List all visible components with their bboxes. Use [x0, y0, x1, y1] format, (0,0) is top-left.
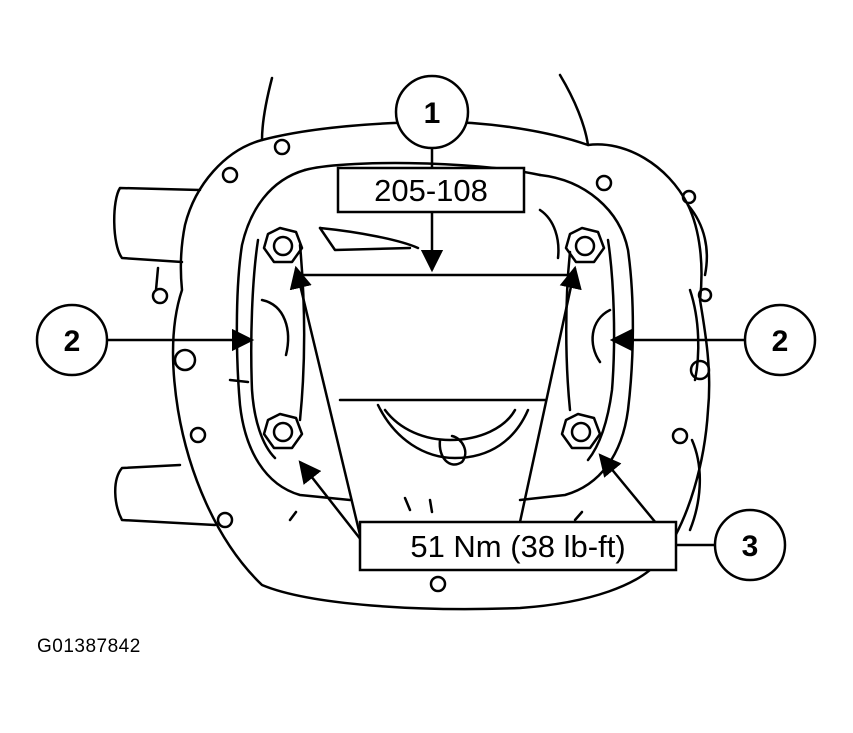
tool-number-box: 205-108	[336, 166, 526, 214]
callout-1: 1	[394, 74, 470, 150]
callout-3: 3	[713, 508, 787, 582]
arrow-bolt-ll	[298, 460, 366, 546]
svg-text:2: 2	[64, 325, 81, 358]
svg-text:205-108: 205-108	[374, 173, 488, 208]
svg-text:51 Nm (38 lb-ft): 51 Nm (38 lb-ft)	[410, 529, 625, 564]
bolt-lower-right	[560, 412, 602, 450]
bolt-lower-left	[262, 412, 304, 450]
arrow-bolt-ur	[518, 265, 582, 523]
callout-2-right: 2	[743, 303, 817, 377]
callout-2-left: 2	[35, 303, 109, 377]
bolt-upper-left	[262, 226, 304, 264]
figure-id: G01387842	[37, 636, 141, 657]
svg-text:3: 3	[742, 530, 759, 563]
svg-text:2: 2	[772, 325, 789, 358]
bolt-upper-right	[564, 226, 606, 264]
svg-text:1: 1	[424, 97, 441, 130]
arrow-bolt-ul	[289, 265, 362, 536]
torque-spec-box: 51 Nm (38 lb-ft)	[358, 520, 678, 572]
housing-drawing	[112, 73, 713, 611]
